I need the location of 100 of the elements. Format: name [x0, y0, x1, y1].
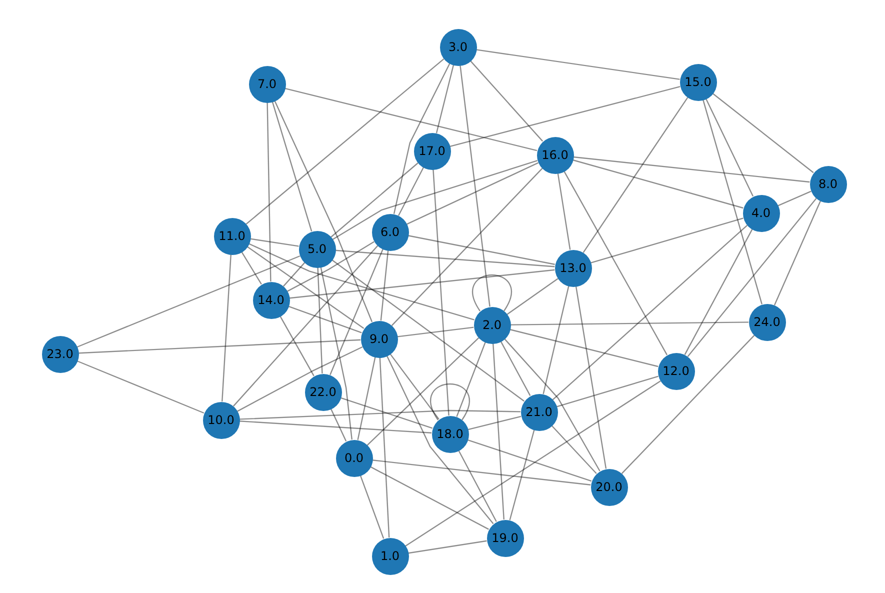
node-circle [590, 468, 628, 506]
node-circle [414, 132, 450, 170]
edge-line [430, 383, 470, 420]
edge-line [778, 190, 812, 206]
edge-line [360, 475, 384, 539]
node-label: 11.0 [218, 230, 246, 242]
node-circle [520, 394, 558, 430]
edge-line [241, 251, 262, 285]
node-label: 10.0 [208, 414, 234, 426]
node-circle [42, 336, 78, 372]
edge-line [510, 328, 658, 368]
node-circle [440, 28, 476, 66]
edge-line [266, 102, 272, 282]
edge-line [470, 60, 544, 142]
edge-line [282, 262, 306, 287]
edge-line [393, 63, 450, 214]
node-circle [372, 214, 408, 250]
node-label: 21.0 [526, 406, 552, 418]
node-label: 13.0 [560, 262, 586, 274]
edge-line [506, 278, 558, 315]
edge-line [468, 416, 522, 430]
edge-line [405, 380, 661, 546]
node-circle [432, 416, 468, 452]
edge-line [552, 224, 748, 400]
edge-line [573, 156, 810, 183]
node-circle [360, 320, 398, 358]
node-label: 0.0 [344, 452, 364, 464]
node-label: 3.0 [448, 41, 468, 53]
node-label: 16.0 [542, 149, 568, 161]
node-circle [304, 374, 342, 410]
node-label: 2.0 [482, 319, 502, 331]
edge-line [237, 346, 363, 412]
node-circle [680, 64, 716, 100]
edge-line [357, 356, 376, 440]
node-circle [298, 230, 336, 268]
edge-line [500, 341, 531, 396]
edge-line [397, 326, 474, 338]
edge-line [289, 269, 555, 299]
edge-line [330, 162, 418, 238]
node-label: 20.0 [596, 481, 622, 493]
edge-line [280, 316, 314, 376]
edge-line [582, 97, 688, 253]
edge-line [239, 420, 432, 434]
edge-line [398, 167, 424, 216]
edge-line [248, 243, 474, 320]
edge-line [320, 266, 352, 440]
edge-line [551, 425, 597, 474]
edge-line [492, 343, 504, 520]
node-label: 24.0 [754, 316, 780, 328]
edge-line [332, 259, 524, 402]
edge-line [330, 248, 384, 376]
edge-line [372, 460, 591, 486]
edge-line [78, 339, 361, 354]
edge-line [467, 439, 592, 482]
edge-line [705, 98, 754, 197]
edge-line [684, 229, 753, 355]
edge-line [317, 267, 323, 374]
edge-line [406, 162, 538, 225]
edge-line [287, 241, 375, 292]
node-circle [202, 402, 240, 438]
edge-line [370, 466, 489, 530]
edge-line [408, 235, 555, 265]
node-circle [248, 66, 286, 102]
node-label: 7.0 [257, 78, 277, 90]
edge-line [272, 102, 312, 232]
node-label: 1.0 [380, 550, 400, 562]
edge-line [436, 64, 454, 134]
edge-line [510, 322, 748, 326]
node-label: 15.0 [684, 76, 712, 88]
edge-line [575, 286, 607, 469]
node-label: 18.0 [436, 428, 464, 440]
edge-line [712, 92, 814, 174]
node-circle [810, 166, 846, 202]
edge-line [380, 250, 389, 321]
edge-line [239, 410, 521, 420]
node-label: 5.0 [307, 243, 327, 255]
edge-line [557, 173, 571, 250]
node-circle [486, 520, 524, 556]
edge-line [386, 355, 494, 524]
node-circle [658, 352, 694, 390]
edge-line [702, 100, 762, 304]
edge-line [509, 430, 535, 520]
edge-line [250, 238, 299, 247]
node-label: 14.0 [258, 294, 284, 306]
edge-line [432, 169, 450, 416]
node-circle [742, 194, 780, 232]
edge-line [232, 245, 378, 407]
node-circle [536, 136, 574, 174]
edge-line [332, 160, 538, 240]
edge-line [590, 218, 744, 264]
node-label: 6.0 [380, 226, 400, 238]
node-label: 4.0 [751, 207, 771, 219]
node-label: 9.0 [369, 333, 389, 345]
edge-line [274, 100, 373, 322]
edge-line [460, 65, 490, 307]
node-circle [336, 440, 372, 476]
edge-line [366, 337, 480, 446]
edge-line [556, 376, 658, 408]
node-circle [252, 282, 290, 318]
edge-line [542, 286, 570, 394]
